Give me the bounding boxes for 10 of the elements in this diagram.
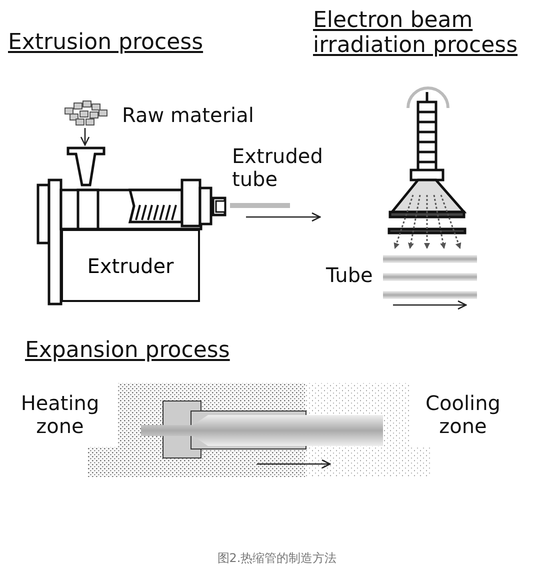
zone-label: Cooling zone bbox=[424, 392, 502, 438]
zone-label: Heating zone bbox=[20, 392, 100, 438]
part-label: Tube bbox=[326, 264, 373, 287]
part-label: Extruded tube bbox=[232, 145, 324, 191]
caption: 图2.热缩管的制造方法 bbox=[217, 552, 337, 566]
section-heading: Extrusion process bbox=[8, 30, 204, 56]
extruder-base-box: Extruder bbox=[61, 229, 200, 302]
part-label: Raw material bbox=[122, 104, 254, 127]
section-heading: Electron beam irradiation process bbox=[313, 8, 519, 59]
section-heading: Expansion process bbox=[25, 338, 230, 364]
